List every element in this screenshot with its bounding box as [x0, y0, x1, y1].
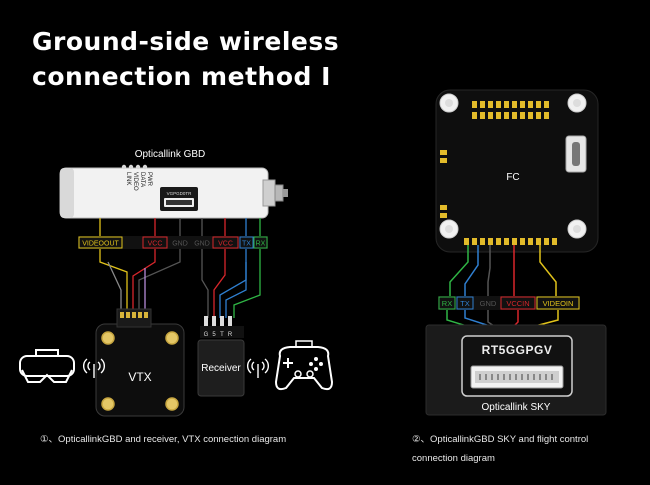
gbd-pin-labels: VIDEOOUT VCC GND GND VCC TX RX	[78, 236, 268, 249]
led-label-data: DATA	[139, 172, 145, 187]
receiver-pin-g: G	[204, 332, 209, 338]
page-title: Ground-side wireless connection method I	[32, 24, 339, 94]
sky-pin-vccin: VCCIN	[506, 299, 529, 308]
pin-tx: TX	[242, 241, 251, 248]
fc-side-pads	[440, 150, 447, 218]
left-caption: ①、OpticallinkGBD and receiver, VTX conne…	[40, 434, 287, 445]
sky-pin-labels: RX TX GND VCCIN VIDEOIN	[438, 296, 580, 310]
gamepad-icon	[274, 340, 334, 391]
receiver-pin-r: R	[228, 332, 233, 338]
vtx-label: VTX	[128, 370, 151, 384]
led-label-video: VIDEO	[132, 172, 138, 191]
left-diagram: Opticallink GBD LINK VIDEO DATA PWR VGPG…	[19, 149, 334, 417]
receiver-pin-t: T	[220, 332, 224, 338]
pin-videoout: VIDEOOUT	[82, 241, 119, 248]
title-line-1: Ground-side wireless	[32, 27, 340, 56]
pin-gnd-2: GND	[194, 241, 210, 248]
receiver-label: Receiver	[201, 363, 241, 374]
title-line-2: connection method I	[32, 62, 331, 91]
sky-module: RT5GGPGV Opticallink SKY	[425, 324, 607, 416]
pin-rx: RX	[256, 241, 266, 248]
led-dot-icon	[142, 164, 148, 170]
sky-pin-tx: TX	[460, 299, 470, 308]
pin-gnd-1: GND	[172, 241, 188, 248]
right-caption-line-2: connection diagram	[412, 453, 495, 464]
sky-module-id: RT5GGPGV	[482, 343, 553, 357]
receiver-wires	[201, 249, 261, 318]
gbd-strip-wires	[99, 218, 261, 236]
led-label-link: LINK	[125, 172, 131, 185]
vtx-board: VTX	[95, 308, 185, 417]
fc-bottom-pads	[464, 238, 557, 245]
vr-goggles-icon	[19, 349, 75, 383]
led-label-pwr: PWR	[146, 172, 152, 187]
right-caption-line-1: ②、OpticallinkGBD SKY and flight control	[412, 434, 589, 445]
sky-pin-rx: RX	[442, 299, 452, 308]
led-dot-icon	[128, 164, 134, 170]
gbd-module: LINK VIDEO DATA PWR VGPGD0TR	[59, 164, 288, 219]
led-dot-icon	[135, 164, 141, 170]
sky-pin-videoin: VIDEOIN	[543, 299, 574, 308]
antenna-icon	[83, 358, 105, 378]
led-dot-icon	[121, 164, 127, 170]
sky-module-label: Opticallink SKY	[482, 402, 551, 413]
fc-strip-wires	[449, 245, 557, 296]
vtx-wires	[99, 249, 181, 312]
sky-pin-gnd: GND	[480, 299, 497, 308]
gbd-module-label: Opticallink GBD	[135, 149, 206, 160]
antenna-icon	[247, 358, 269, 378]
pin-vcc-2: VCC	[218, 241, 233, 248]
receiver-board: G 5 T R Receiver	[197, 316, 245, 397]
gbd-port-label: VGPGD0TR	[167, 191, 193, 196]
right-diagram: FC RX TX GND VCCIN VIDEOIN	[425, 89, 607, 416]
pin-vcc-1: VCC	[148, 241, 163, 248]
receiver-pin-5: 5	[212, 332, 216, 338]
flight-controller-board: FC	[435, 89, 599, 253]
fc-top-pads	[472, 101, 549, 119]
fc-label: FC	[506, 172, 519, 183]
